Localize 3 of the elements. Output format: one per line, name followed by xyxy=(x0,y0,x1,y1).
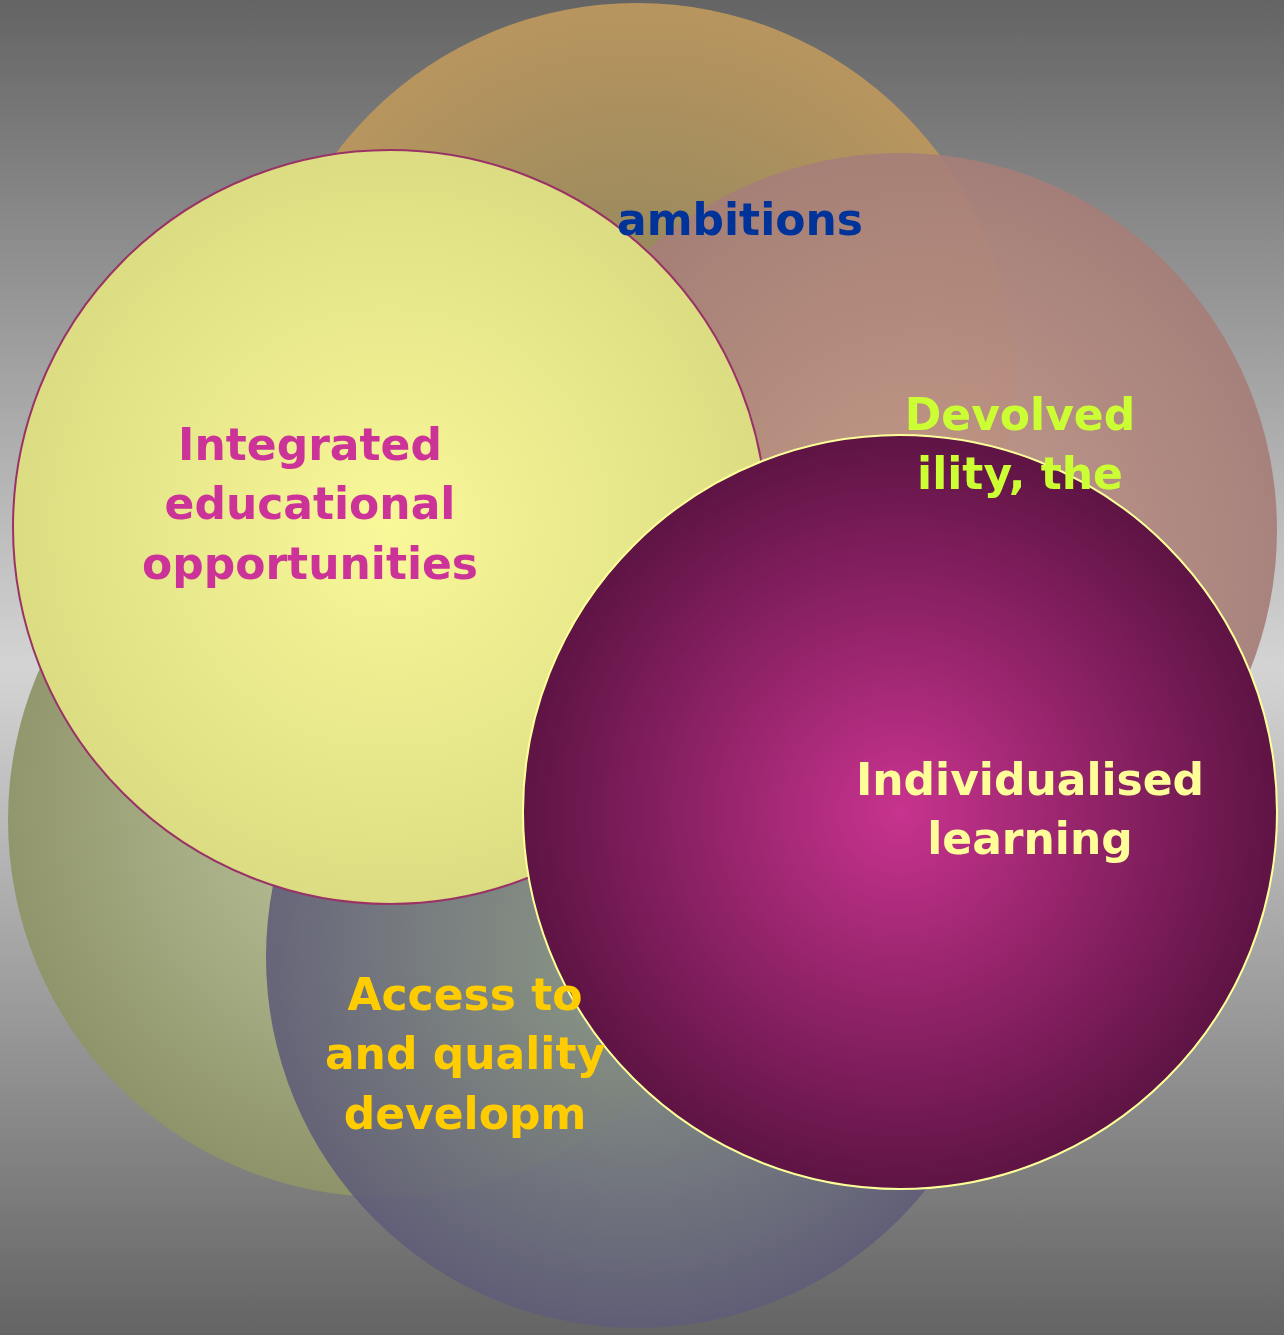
circle-label: ambitions xyxy=(616,193,864,247)
circle-label: Individualised learning xyxy=(854,753,1206,867)
circle-label: Integrated educational opportunities xyxy=(140,418,480,591)
